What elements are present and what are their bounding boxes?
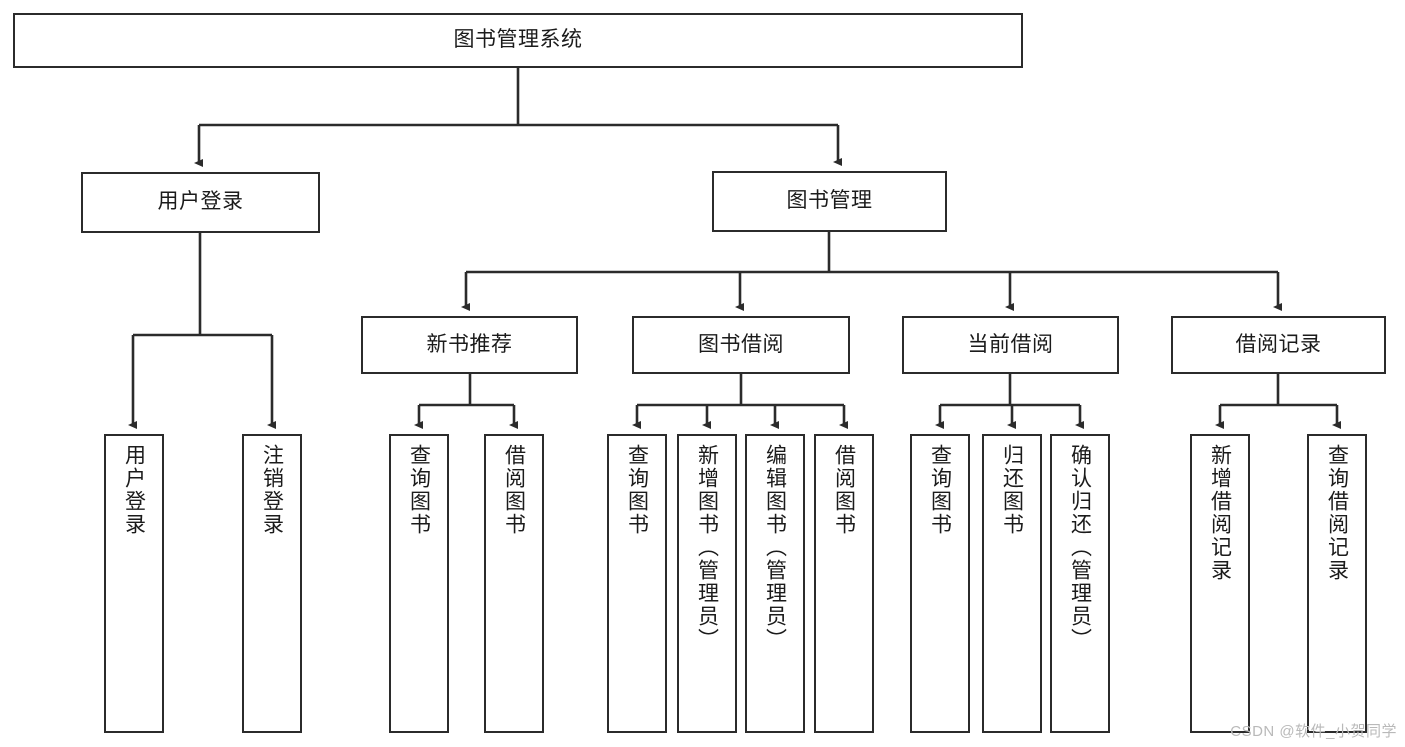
node-leaf-borrow-edit-book-label: 编辑图书（管理员） [763, 444, 787, 651]
node-book-manage[interactable]: 图书管理 [712, 171, 947, 232]
node-leaf-current-confirm-return[interactable]: 确认归还（管理员） [1050, 434, 1110, 733]
node-leaf-rec-borrow-book-label: 借阅图书 [502, 444, 526, 536]
node-leaf-current-query-book-label: 查询图书 [928, 444, 952, 536]
node-book-borrow[interactable]: 图书借阅 [632, 316, 850, 374]
node-borrow-record-label: 借阅记录 [1235, 332, 1322, 356]
node-leaf-borrow-edit-book[interactable]: 编辑图书（管理员） [745, 434, 805, 733]
node-leaf-rec-query-book[interactable]: 查询图书 [389, 434, 449, 733]
node-root[interactable]: 图书管理系统 [13, 13, 1023, 68]
node-leaf-current-query-book[interactable]: 查询图书 [910, 434, 970, 733]
node-current-borrow-label: 当前借阅 [967, 332, 1054, 356]
node-user-login[interactable]: 用户登录 [81, 172, 320, 233]
node-leaf-borrow-query-book[interactable]: 查询图书 [607, 434, 667, 733]
node-leaf-record-query-label: 查询借阅记录 [1325, 444, 1349, 582]
node-leaf-user-login-label: 用户登录 [122, 444, 146, 536]
node-leaf-current-return-book[interactable]: 归还图书 [982, 434, 1042, 733]
node-leaf-user-logout-label: 注销登录 [260, 444, 284, 536]
node-leaf-borrow-borrow-book-label: 借阅图书 [832, 444, 856, 536]
node-leaf-borrow-query-book-label: 查询图书 [625, 444, 649, 536]
node-leaf-record-add-label: 新增借阅记录 [1208, 444, 1232, 582]
csdn-watermark: CSDN @软件_小贺同学 [1230, 723, 1397, 740]
node-user-login-label: 用户登录 [157, 190, 244, 214]
node-leaf-borrow-add-book-label: 新增图书（管理员） [695, 444, 719, 651]
node-new-book-rec-label: 新书推荐 [426, 332, 513, 356]
node-leaf-record-add[interactable]: 新增借阅记录 [1190, 434, 1250, 733]
node-leaf-current-confirm-return-label: 确认归还（管理员） [1068, 444, 1092, 651]
node-root-label: 图书管理系统 [453, 28, 583, 52]
node-leaf-rec-query-book-label: 查询图书 [407, 444, 431, 536]
node-leaf-user-login[interactable]: 用户登录 [104, 434, 164, 733]
node-current-borrow[interactable]: 当前借阅 [902, 316, 1119, 374]
node-leaf-user-logout[interactable]: 注销登录 [242, 434, 302, 733]
node-leaf-borrow-borrow-book[interactable]: 借阅图书 [814, 434, 874, 733]
node-book-borrow-label: 图书借阅 [698, 332, 784, 356]
node-book-manage-label: 图书管理 [786, 189, 873, 213]
node-leaf-rec-borrow-book[interactable]: 借阅图书 [484, 434, 544, 733]
node-new-book-rec[interactable]: 新书推荐 [361, 316, 578, 374]
node-leaf-borrow-add-book[interactable]: 新增图书（管理员） [677, 434, 737, 733]
node-borrow-record[interactable]: 借阅记录 [1171, 316, 1386, 374]
node-leaf-current-return-book-label: 归还图书 [1000, 444, 1024, 536]
node-leaf-record-query[interactable]: 查询借阅记录 [1307, 434, 1367, 733]
